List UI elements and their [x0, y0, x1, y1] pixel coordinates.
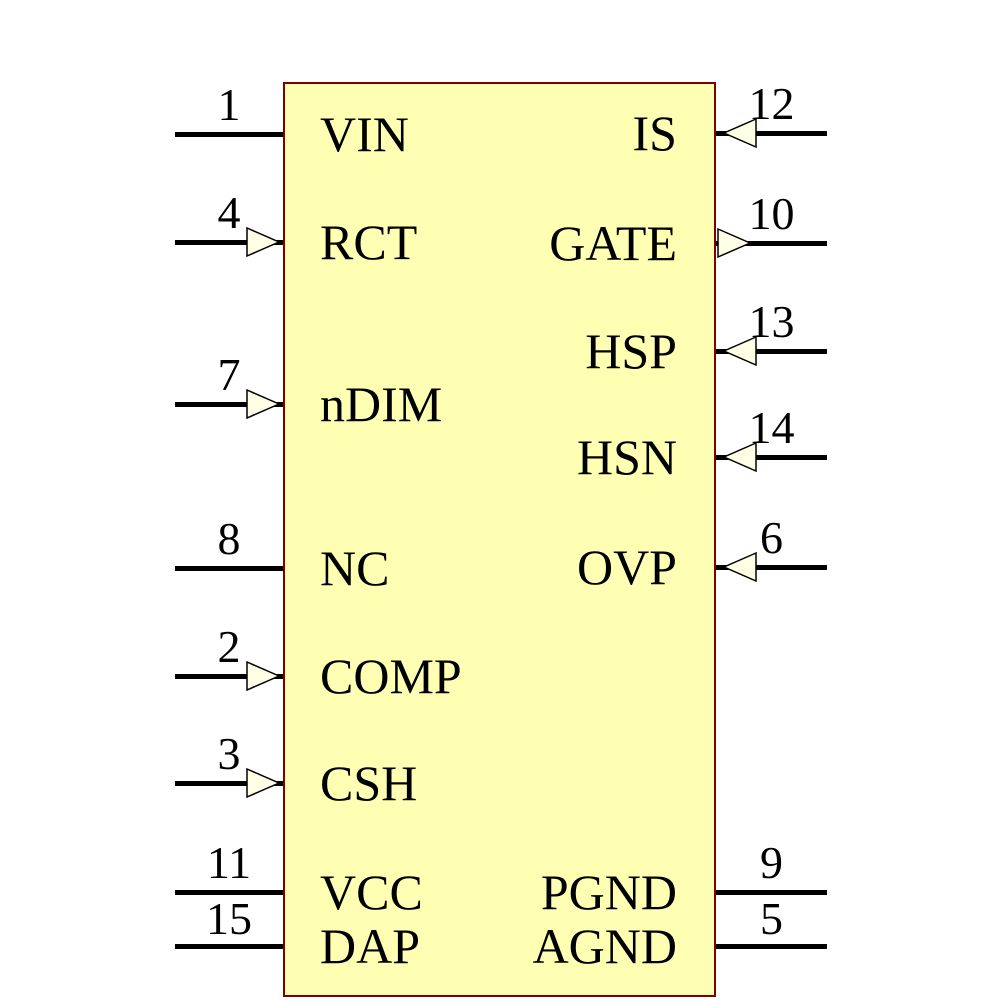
pin-wire-vin[interactable]	[175, 132, 283, 137]
pin-label-hsp: HSP	[585, 323, 677, 379]
pin-wire-rct[interactable]	[175, 240, 283, 245]
pin-wire-comp[interactable]	[175, 674, 283, 679]
ic-symbol-body[interactable]	[283, 82, 716, 997]
pin-label-csh: CSH	[320, 755, 418, 811]
pin-label-comp: COMP	[320, 648, 462, 704]
pin-label-vcc: VCC	[320, 864, 423, 920]
pin-wire-ndim[interactable]	[175, 402, 283, 407]
pin-wire-is[interactable]	[716, 131, 827, 136]
pin-wire-dap[interactable]	[175, 944, 283, 949]
pin-wire-vcc[interactable]	[175, 890, 283, 895]
pin-label-dap: DAP	[320, 918, 421, 974]
pin-label-ndim: nDIM	[320, 376, 443, 432]
pin-wire-hsp[interactable]	[716, 349, 827, 354]
pin-label-rct: RCT	[320, 214, 418, 270]
pin-label-pgnd: PGND	[540, 864, 677, 920]
pin-label-hsn: HSN	[576, 429, 677, 485]
pin-number-dap: 15	[206, 893, 252, 944]
input-arrow-icon	[722, 335, 757, 367]
pin-label-is: IS	[632, 105, 677, 161]
input-arrow-icon	[246, 226, 281, 258]
pin-number-ndim: 7	[217, 349, 241, 400]
input-arrow-icon	[722, 117, 757, 149]
pin-number-vin: 1	[217, 79, 241, 130]
pin-number-csh: 3	[217, 728, 241, 779]
pin-wire-agnd[interactable]	[716, 944, 827, 949]
pin-number-agnd: 5	[760, 893, 783, 944]
pin-wire-ovp[interactable]	[716, 565, 827, 570]
pin-label-vin: VIN	[320, 106, 409, 162]
pin-number-gate: 10	[748, 188, 795, 239]
pin-number-comp: 2	[217, 621, 241, 672]
input-arrow-icon	[246, 388, 281, 420]
input-arrow-icon	[722, 441, 757, 473]
pin-wire-nc[interactable]	[175, 566, 283, 571]
pin-wire-hsn[interactable]	[716, 455, 827, 460]
pin-wire-csh[interactable]	[175, 781, 283, 786]
pin-number-nc: 8	[217, 513, 241, 564]
pin-wire-gate[interactable]	[716, 241, 827, 246]
input-arrow-icon	[246, 767, 281, 799]
pin-number-ovp: 6	[760, 512, 783, 563]
pin-label-nc: NC	[320, 540, 390, 596]
pin-number-vcc: 11	[206, 837, 252, 888]
pin-wire-pgnd[interactable]	[716, 890, 827, 895]
pin-label-agnd: AGND	[532, 918, 677, 974]
input-arrow-icon	[246, 660, 281, 692]
output-arrow-icon	[717, 227, 752, 259]
pin-label-ovp: OVP	[576, 539, 677, 595]
input-arrow-icon	[722, 551, 757, 583]
pin-number-pgnd: 9	[760, 837, 783, 888]
pin-label-gate: GATE	[549, 215, 677, 271]
pin-number-rct: 4	[217, 187, 241, 238]
